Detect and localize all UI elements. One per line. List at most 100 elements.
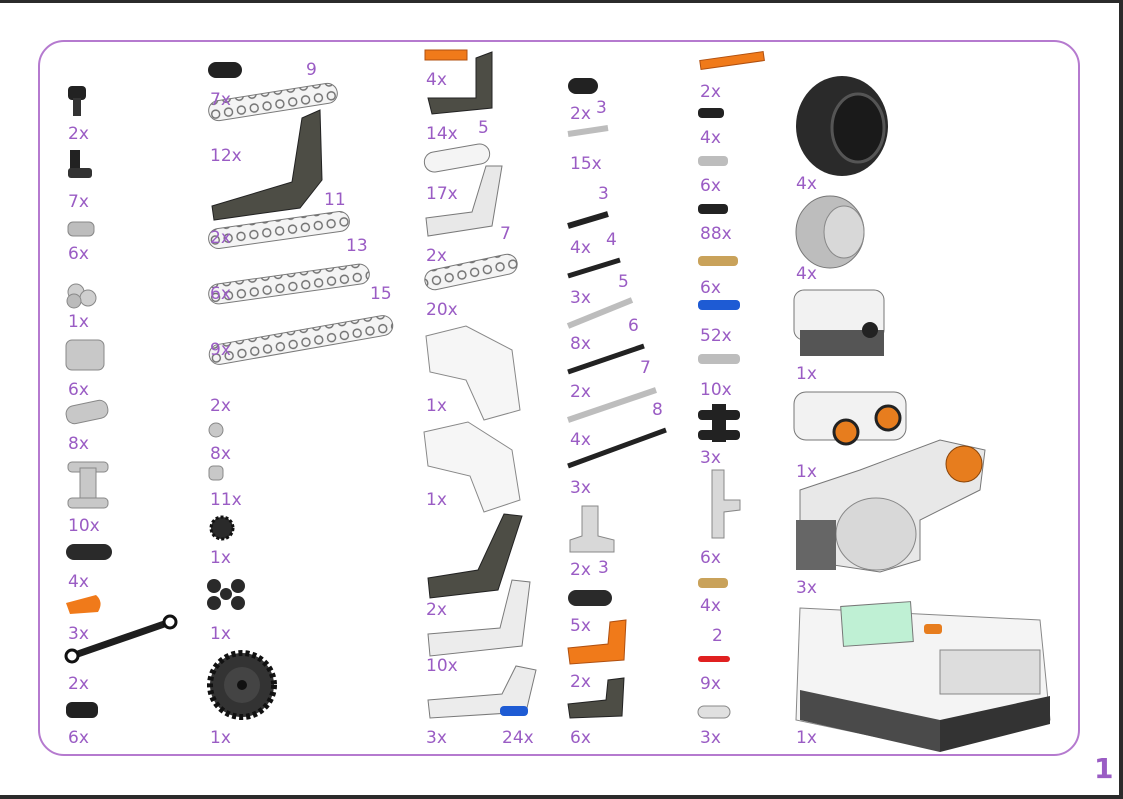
orange-sticker-long-art (699, 51, 765, 70)
length-label: 13 (346, 236, 368, 256)
qty-label: 8x (570, 334, 591, 354)
qty-label: 6x (68, 380, 89, 400)
qty-label: 20x (426, 300, 458, 320)
qty-label: 2x (570, 672, 591, 692)
gray-perpendicular-connector-art (569, 505, 615, 553)
qty-label: 4x (700, 128, 721, 148)
black-pin-connector-art (68, 86, 86, 116)
qty-label: 7x (68, 192, 89, 212)
qty-label: 6x (570, 728, 591, 748)
orange-l-beam-art (567, 619, 627, 665)
qty-label: 88x (700, 224, 732, 244)
qty-label: 1x (796, 728, 817, 748)
length-label: 15 (370, 284, 392, 304)
qty-label: 2x (426, 600, 447, 620)
qty-label: 4x (68, 572, 89, 592)
qty-label: 12x (210, 146, 242, 166)
gray-h-frame-art (67, 461, 109, 509)
gray-triple-block-art (65, 339, 105, 371)
qty-label: 2x (570, 560, 591, 580)
qty-label: 15x (570, 154, 602, 174)
qty-label: 3x (570, 478, 591, 498)
qty-label: 6x (210, 284, 231, 304)
qty-label: 2x (570, 104, 591, 124)
qty-label: 1x (796, 462, 817, 482)
qty-label: 1x (426, 490, 447, 510)
gray-cross-block-art (67, 221, 95, 237)
orange-panel-art (66, 595, 101, 614)
black-axle-8-art (567, 427, 667, 469)
qty-label: 1x (210, 728, 231, 748)
qty-label: 4x (570, 238, 591, 258)
white-bent-beam-art (425, 165, 503, 237)
qty-label: 3x (570, 288, 591, 308)
qty-label: 1x (210, 548, 231, 568)
length-label: 7 (500, 224, 511, 244)
qty-label: 3x (700, 728, 721, 748)
qty-label: 24x (502, 728, 534, 748)
touch-sensor-art (793, 289, 885, 356)
qty-label: 4x (796, 264, 817, 284)
qty-label: 2x (68, 674, 89, 694)
bottom-border (0, 795, 1123, 799)
length-label: 11 (324, 190, 346, 210)
black-link-art (64, 614, 178, 664)
qty-label: 2x (210, 396, 231, 416)
qty-label: 2x (210, 228, 231, 248)
gray-axle-3-art (567, 125, 609, 137)
orange-sticker-art (424, 49, 468, 61)
rim-art (795, 195, 865, 269)
qty-label: 6x (700, 278, 721, 298)
qty-label: 1x (210, 624, 231, 644)
qty-label: 1x (68, 312, 89, 332)
black-double-connector-art (66, 544, 112, 560)
page-number: 1 (1094, 752, 1114, 785)
red-axle-2-art (698, 656, 730, 662)
right-border (1119, 0, 1123, 799)
dark-bent-beam-long-art (427, 513, 523, 599)
qty-label: 2x (570, 382, 591, 402)
qty-label: 6x (68, 244, 89, 264)
qty-label: 10x (700, 380, 732, 400)
gray-cross-beam-art (65, 399, 109, 425)
length-label: 5 (618, 272, 629, 292)
white-long-beam-art (427, 665, 537, 719)
nxt-brick-art (795, 601, 1051, 752)
servo-motor-art (796, 439, 986, 573)
dark-bent-beam-art (211, 109, 323, 221)
qty-label: 10x (426, 656, 458, 676)
tire-art (796, 76, 888, 176)
qty-label: 8x (68, 434, 89, 454)
qty-label: 8x (210, 444, 231, 464)
qty-label: 2x (68, 124, 89, 144)
gray-axle-7-art (567, 387, 657, 423)
white-beam-5-art (423, 143, 491, 173)
qty-label: 4x (796, 174, 817, 194)
length-label: 5 (478, 118, 489, 138)
length-label: 4 (606, 230, 617, 250)
length-label: 6 (628, 316, 639, 336)
gray-bush-art (208, 422, 224, 438)
length-label: 9 (306, 60, 317, 80)
qty-label: 2x (700, 82, 721, 102)
black-axle-4-art (567, 257, 621, 279)
black-thin-liftarm-art (208, 62, 242, 78)
black-axle-3-art (567, 211, 609, 229)
length-label: 8 (652, 400, 663, 420)
black-friction-pin-art (698, 204, 728, 214)
black-beam-3-art (568, 590, 612, 606)
dark-l-beam-art (427, 51, 493, 115)
length-label: 7 (640, 358, 651, 378)
white-panel-left-art (425, 325, 521, 421)
qty-label: 9x (700, 674, 721, 694)
white-l-frame-art (427, 579, 531, 657)
blue-pin-art (500, 706, 528, 716)
tan-axle-pin-art (698, 256, 738, 266)
gray-tube-art (697, 705, 731, 719)
qty-label: 3x (796, 578, 817, 598)
length-label: 3 (598, 558, 609, 578)
length-label: 2 (712, 626, 723, 646)
white-panel-right-art (423, 421, 521, 513)
ultrasonic-sensor-art (793, 391, 907, 446)
